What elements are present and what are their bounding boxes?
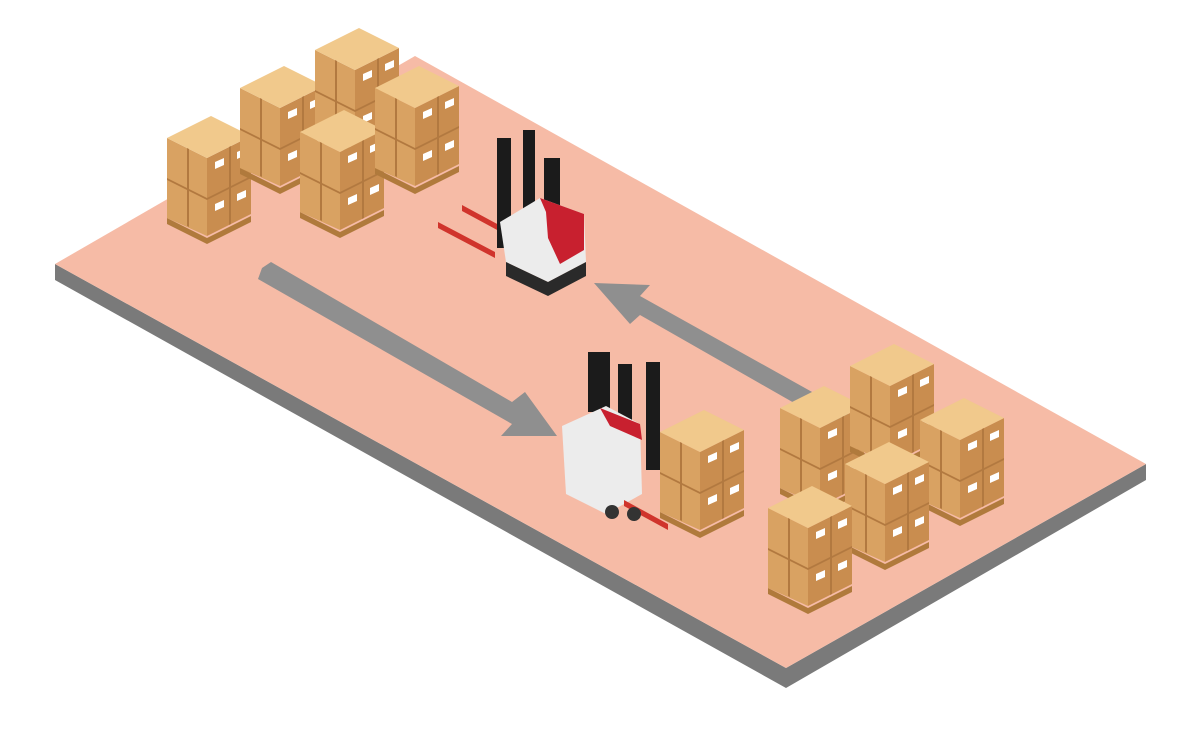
- box-label: [215, 158, 224, 169]
- box-label: [915, 474, 924, 485]
- forklift-bottom-wheel: [605, 505, 619, 519]
- box-label: [708, 452, 717, 463]
- pallet-base: [375, 166, 459, 194]
- pallet-stack: [300, 110, 384, 238]
- box-label: [990, 472, 999, 483]
- path-arrows: [258, 262, 848, 436]
- forklift-top: [438, 130, 586, 296]
- box-label: [348, 194, 357, 205]
- box-stack-top-face: [240, 66, 324, 108]
- box-stack-top-face: [768, 486, 852, 528]
- box-label: [898, 428, 907, 439]
- box-label: [816, 528, 825, 539]
- box-label: [423, 150, 432, 161]
- box-stack-top-face: [375, 66, 459, 108]
- box-seam: [830, 516, 832, 595]
- forklift-bottom-body: [562, 406, 642, 514]
- box-seam: [395, 98, 397, 177]
- box-label: [920, 376, 929, 387]
- box-label: [363, 70, 372, 81]
- forklift-bottom-mast-post: [588, 352, 610, 412]
- path-arrow-right: [258, 262, 557, 436]
- box-label: [288, 108, 297, 119]
- box-label: [968, 482, 977, 493]
- forklift-top-forks: [438, 222, 495, 258]
- forklift-bottom-body-accent: [600, 408, 642, 440]
- box-stack-top-face: [780, 386, 864, 428]
- box-label: [730, 442, 739, 453]
- box-seam: [437, 96, 439, 175]
- box-stack-top-face: [167, 116, 251, 158]
- pallet-base: [845, 542, 929, 570]
- box-label: [838, 560, 847, 571]
- pallet-stack: [660, 410, 744, 538]
- box-label: [893, 526, 902, 537]
- box-label: [708, 494, 717, 505]
- box-label: [348, 152, 357, 163]
- box-label: [828, 428, 837, 439]
- pallet-base: [660, 510, 744, 538]
- box-seam: [320, 142, 322, 221]
- box-seam: [940, 430, 942, 509]
- box-label: [915, 516, 924, 527]
- box-seam: [362, 140, 364, 219]
- box-stack-top-face: [300, 110, 384, 152]
- forklift-bottom-mast-2: [646, 362, 660, 470]
- box-label: [215, 200, 224, 211]
- pallet-stack: [167, 116, 251, 244]
- pallet-base: [920, 498, 1004, 526]
- box-label: [363, 112, 372, 123]
- forklift-top-mast-post: [544, 158, 560, 210]
- pallet-base: [167, 216, 251, 244]
- box-label: [385, 60, 394, 71]
- forklift-top-body-accent: [540, 198, 584, 264]
- box-label: [423, 108, 432, 119]
- box-label: [828, 470, 837, 481]
- box-seam: [982, 428, 984, 507]
- box-label: [445, 140, 454, 151]
- pallet-stack: [920, 398, 1004, 526]
- box-label: [838, 518, 847, 529]
- box-stack-top-face: [315, 28, 399, 70]
- box-seam: [800, 418, 802, 497]
- box-label: [730, 484, 739, 495]
- box-label: [370, 184, 379, 195]
- pallet-base: [768, 586, 852, 614]
- pallet-stacks: [167, 28, 1004, 614]
- box-label: [816, 570, 825, 581]
- pallet-stack: [845, 442, 929, 570]
- box-seam: [907, 472, 909, 551]
- forklift-top-base: [506, 262, 586, 296]
- box-seam: [865, 474, 867, 553]
- pallet-base: [300, 210, 384, 238]
- box-label: [893, 484, 902, 495]
- box-seam: [187, 148, 189, 227]
- box-stack-top-face: [845, 442, 929, 484]
- forklift-bottom: [562, 352, 668, 530]
- box-seam: [680, 442, 682, 521]
- box-label: [237, 190, 246, 201]
- pallet-stack: [768, 486, 852, 614]
- box-seam: [260, 98, 262, 177]
- box-seam: [912, 374, 914, 453]
- box-stack-top-face: [850, 344, 934, 386]
- box-seam: [870, 376, 872, 455]
- box-seam: [722, 440, 724, 519]
- box-stack-top-face: [660, 410, 744, 452]
- pallet-stack: [375, 66, 459, 194]
- box-label: [288, 150, 297, 161]
- path-arrow-left: [594, 283, 848, 428]
- box-stack-top-face: [920, 398, 1004, 440]
- forklift-bottom-wheel-2: [627, 507, 641, 521]
- box-label: [990, 430, 999, 441]
- box-seam: [842, 416, 844, 495]
- box-seam: [229, 146, 231, 225]
- box-label: [445, 98, 454, 109]
- box-seam: [788, 518, 790, 597]
- box-label: [898, 386, 907, 397]
- box-label: [968, 440, 977, 451]
